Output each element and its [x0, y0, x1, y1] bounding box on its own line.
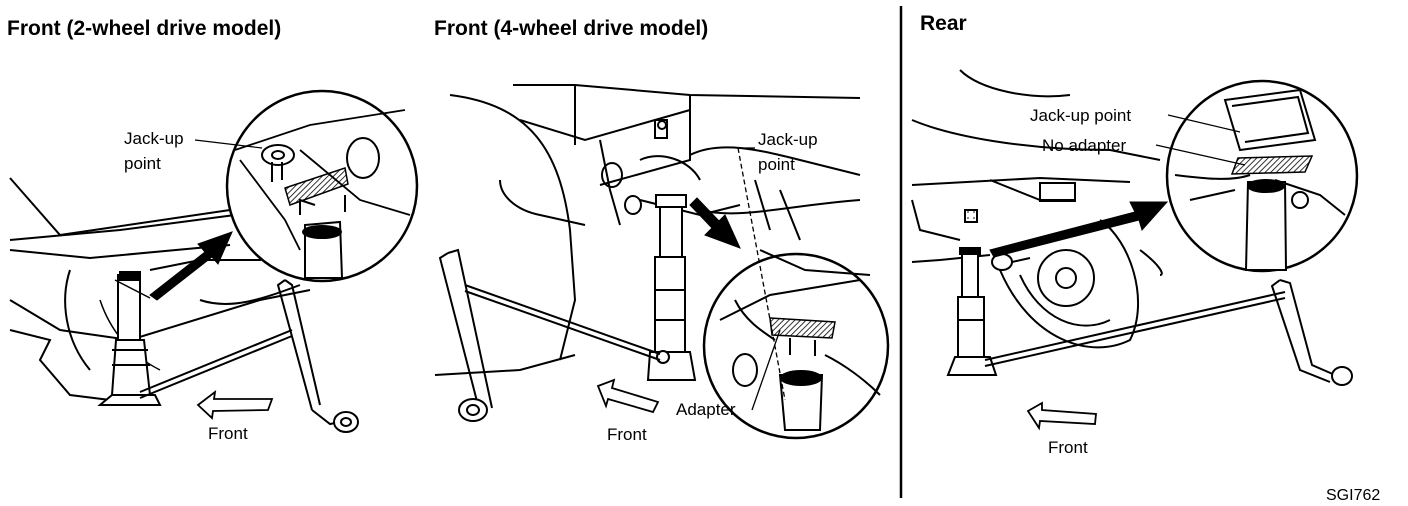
detail-circle-front-4wd: [702, 249, 890, 440]
vehicle-body-front-2wd: [9, 177, 311, 401]
panel-title-front-2wd: Front (2-wheel drive model): [7, 17, 281, 40]
panel-title-front-4wd: Front (4-wheel drive model): [434, 17, 708, 40]
jackup-label-rear: Jack-up point: [1030, 106, 1131, 125]
jackup-label-line2-front-2wd: point: [124, 154, 161, 173]
jack-front-2wd: [97, 271, 162, 406]
detail-circle-rear: [1165, 79, 1359, 273]
adapter-label-front-4wd: Adapter: [676, 400, 736, 419]
jackup-dashed-leader-front-4wd: [737, 147, 786, 401]
no-adapter-label-rear: No adapter: [1042, 136, 1126, 155]
pointer-arrow-front-4wd: [689, 197, 741, 249]
no-adapter-leader-rear: [1155, 144, 1246, 166]
front-arrow-icon-front-2wd: [196, 389, 274, 420]
jackup-leader-rear: [1167, 114, 1241, 133]
front-label-rear: Front: [1048, 438, 1088, 457]
figure-code: SGI762: [1326, 487, 1380, 504]
panel-front-2wd: Front (2-wheel drive model): [7, 17, 419, 443]
jackup-leader-front-2wd: [194, 139, 263, 149]
jack-front-4wd: [646, 194, 697, 381]
panel-title-rear: Rear: [920, 12, 967, 35]
jackup-label-line1-front-4wd: Jack-up: [758, 130, 818, 149]
jackup-label-line2-front-4wd: point: [758, 155, 795, 174]
vehicle-body-front-4wd: [434, 84, 861, 376]
jack-handle-front-2wd: [139, 279, 359, 433]
front-label-front-4wd: Front: [607, 425, 647, 444]
front-arrow-icon-front-4wd: [596, 378, 660, 414]
panel-rear: Rear: [911, 12, 1359, 457]
front-label-front-2wd: Front: [208, 424, 248, 443]
front-arrow-icon-rear: [1026, 401, 1097, 431]
detail-circle-front-2wd: [225, 89, 419, 283]
panel-front-4wd: Front (4-wheel drive model): [434, 17, 890, 444]
adapter-leader-front-4wd: [751, 329, 781, 411]
jack-handle-front-4wd: [438, 248, 661, 422]
jack-rear: [946, 247, 998, 376]
jack-handle-rear: [984, 279, 1353, 386]
jackup-label-line1-front-2wd: Jack-up: [124, 129, 184, 148]
pointer-arrow-front-2wd: [149, 231, 233, 301]
pointer-arrow-rear: [989, 201, 1169, 258]
